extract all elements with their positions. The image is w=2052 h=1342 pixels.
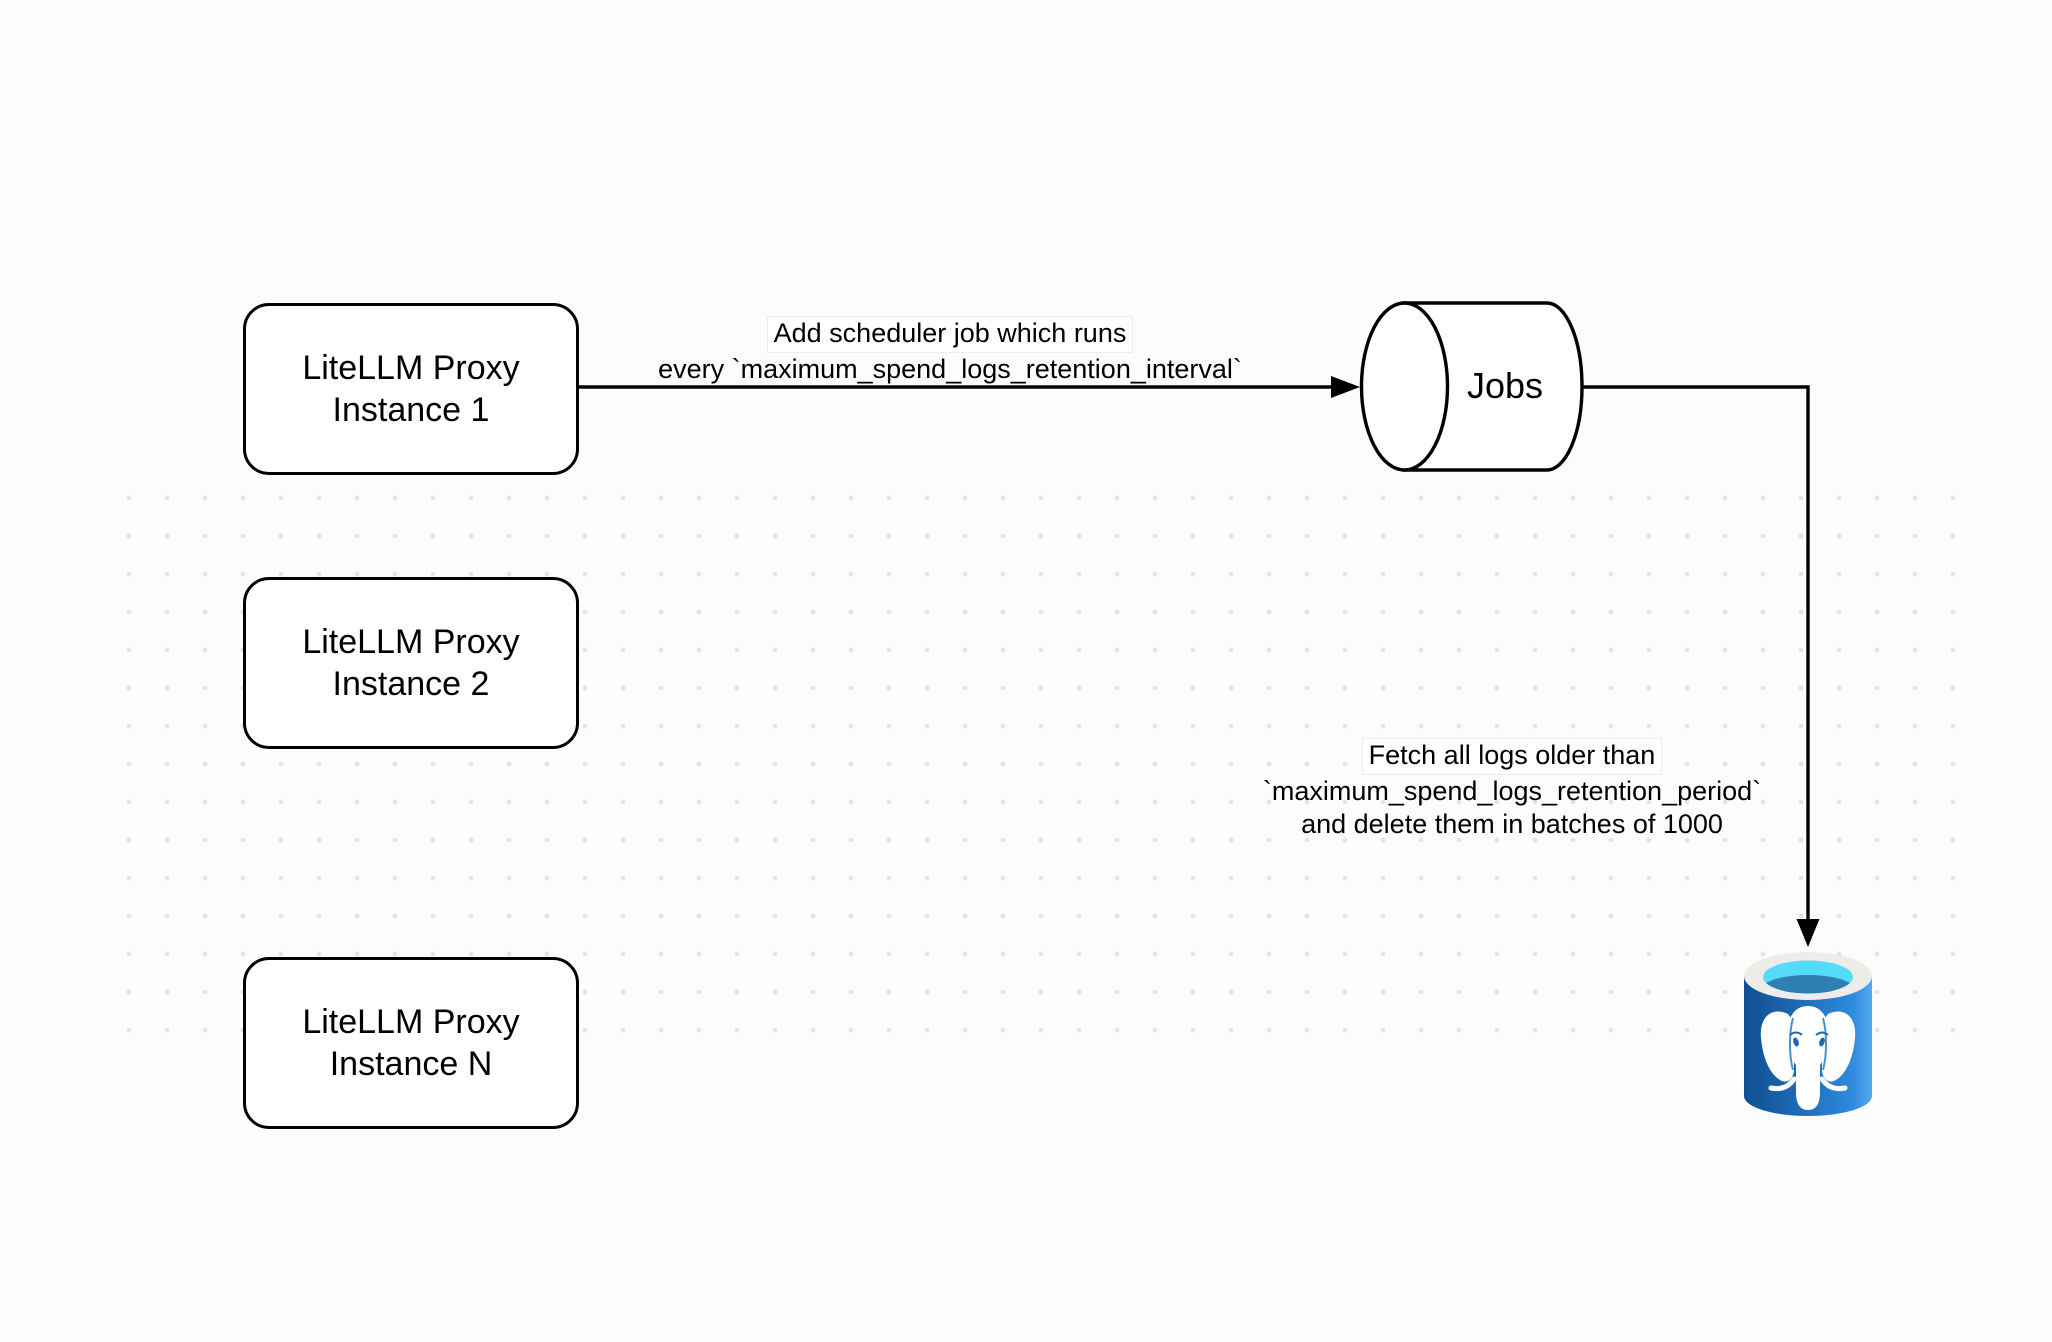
node-label-line: Instance N — [329, 1045, 493, 1083]
postgresql-database-icon — [1744, 952, 1872, 1116]
edge-label-text: `maximum_spend_logs_retention_period` — [1262, 776, 1762, 806]
arrow-proxy1-to-jobs — [574, 376, 1360, 398]
postgres-elephant-icon — [1760, 1006, 1856, 1110]
node-litellm-proxy-instance-1: LiteLLM Proxy Instance 1 — [243, 303, 579, 475]
node-label-line: Instance 2 — [332, 665, 490, 703]
jobs-queue-cylinder — [1359, 301, 1584, 472]
postgres-cylinder-inner-shadow — [1763, 975, 1853, 994]
down-arrowhead-icon — [1796, 919, 1820, 947]
edge-label-text: Add scheduler job which runs — [766, 316, 1134, 353]
connector-jobs-to-postgres — [1582, 385, 1820, 947]
node-litellm-proxy-instance-2: LiteLLM Proxy Instance 2 — [243, 577, 579, 749]
node-label-line: LiteLLM Proxy — [302, 1003, 520, 1041]
edge-label-add-scheduler: Add scheduler job which runs every `maxi… — [600, 316, 1300, 386]
edge-label-text: and delete them in batches of 1000 — [1301, 809, 1723, 839]
node-label-line: LiteLLM Proxy — [302, 349, 520, 387]
node-label-line: Instance 1 — [332, 391, 490, 429]
right-arrowhead-icon — [1331, 376, 1360, 398]
node-label-line: LiteLLM Proxy — [302, 623, 520, 661]
edge-label-text: every `maximum_spend_logs_retention_inte… — [658, 354, 1242, 384]
jobs-node-label: Jobs — [1466, 365, 1544, 406]
node-litellm-proxy-instance-n: LiteLLM Proxy Instance N — [243, 957, 579, 1129]
edge-label-fetch-delete: Fetch all logs older than `maximum_spend… — [1212, 738, 1812, 841]
edge-label-text: Fetch all logs older than — [1361, 738, 1663, 775]
